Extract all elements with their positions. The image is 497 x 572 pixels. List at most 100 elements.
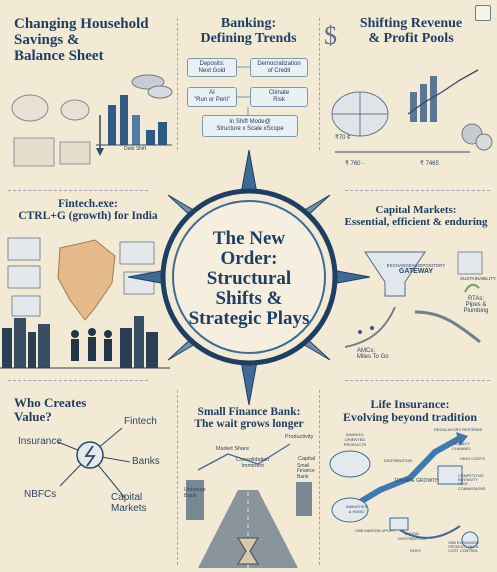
hourglass-icon	[237, 537, 259, 565]
life-title-line: Life Insurance:	[370, 397, 450, 411]
gateway-line: GATEWAY	[398, 268, 434, 275]
bar-icon	[146, 130, 155, 145]
life-line: COST CONTROL	[448, 549, 479, 554]
sfb-title-line: The wait grows longer	[194, 418, 304, 431]
value-title-line: Value?	[14, 408, 52, 424]
bar-icon	[108, 105, 116, 145]
building-icon	[134, 316, 144, 368]
rta-label: RTAs: Pipes & Plumbing	[455, 296, 497, 314]
rta-line: RTAs:	[467, 296, 485, 302]
leaf-icon	[464, 283, 480, 293]
dashboard-icon	[7, 237, 41, 261]
revenue-note: ₹70 ¢	[335, 135, 351, 141]
revenue-note: ₹ 7465	[420, 161, 439, 167]
gateway-label: EXCHANGES/DEPOSITORY GATEWAY	[381, 263, 451, 275]
universe-line: Universe	[184, 487, 206, 493]
compass-illustration	[128, 150, 370, 405]
path-line	[344, 306, 396, 348]
small-finance-bank-label: Small Finance Bank	[297, 463, 315, 480]
banking-title-line: Banking:	[220, 16, 277, 31]
value-title: Who Creates Value?	[14, 396, 86, 423]
center-title-line: Order:	[220, 247, 278, 269]
competitive-label: COMPETITIVE INTENSITY HIGH COMMISSIONS	[458, 474, 485, 491]
digital-label: DIGITAL DISTRIBUTION	[398, 531, 426, 541]
agency-label: AGENCY CHANNEL	[452, 441, 471, 451]
ai-box: AI"Run or Peril"	[187, 87, 237, 107]
box-line: Risk	[273, 97, 285, 103]
corner-badge-icon	[475, 5, 491, 21]
box-line: Next Gold	[198, 67, 226, 74]
consolidation-line: Consolidation	[236, 457, 270, 463]
productivity-label: Productivity	[285, 434, 314, 440]
building-icon	[296, 482, 312, 516]
person-icon	[71, 330, 79, 338]
life-line: ANNUITIES	[346, 504, 368, 509]
compass-inner-ring	[172, 200, 326, 354]
universe-line: Bank	[184, 493, 197, 499]
separator	[319, 390, 320, 565]
annuities-cloud-icon	[331, 497, 369, 523]
vnb-uplift-label: VNB MARGIN UPLIFT	[355, 528, 396, 533]
vnb-icon	[461, 531, 479, 549]
banking-title: Banking: Defining Trends	[178, 16, 319, 46]
box-line: Deposits:	[199, 60, 225, 67]
household-illustration	[11, 74, 173, 167]
savings-label: SAVINGS-ORIENTED PRODUCTS	[339, 432, 371, 447]
life-line: & HDMO	[348, 509, 365, 514]
capital-title-line: Capital Markets:	[375, 204, 457, 216]
sfb-title-line: Small Finance Bank:	[197, 406, 301, 418]
funnel-icon	[364, 251, 426, 297]
dashboard-icon	[119, 241, 155, 265]
debt-shift-label: Debt Shift	[124, 146, 146, 152]
growth-arrow-icon	[348, 435, 462, 511]
high-costs-label: HIGH COSTS	[460, 456, 485, 461]
capital-label: Capital	[298, 456, 316, 462]
person-icon	[104, 330, 112, 338]
household-title: Changing Household Savings & Balance She…	[14, 16, 149, 64]
separator	[345, 190, 490, 191]
life-line: PRODUCT MIX &	[448, 545, 479, 550]
life-line: INTENSITY	[458, 478, 478, 483]
trend-line	[407, 69, 479, 115]
center-title-line: Shifts &	[215, 287, 283, 309]
center-title: The New Order: Structural Shifts & Strat…	[166, 229, 332, 329]
bar-icon	[158, 122, 167, 145]
life-title-line: Evolving beyond tradition	[342, 409, 478, 424]
capital-title: Capital Markets: Essential, efficient & …	[338, 204, 494, 228]
fintech-title-line: CTRL+G (growth) for India	[18, 210, 158, 223]
separator	[8, 380, 148, 381]
bar-icon	[430, 76, 437, 122]
household-title-line: Changing Household	[14, 16, 149, 32]
consolidation-line: Imminent	[241, 463, 264, 469]
india-map-icon	[57, 239, 116, 321]
value-node-fintech: Fintech	[124, 416, 157, 427]
capital-illustration	[344, 251, 483, 348]
box-line: Democratization	[257, 60, 301, 67]
center-title-line: The New	[212, 228, 286, 249]
life-line: DIGITAL	[404, 531, 420, 536]
market-share-label: Market Share	[216, 446, 250, 452]
value-hub-icon	[76, 441, 104, 469]
box-line: AI	[209, 90, 215, 97]
dashboard-icon	[7, 265, 41, 289]
sfb-illustration	[186, 443, 312, 568]
life-line: CHANNEL	[452, 446, 472, 451]
life-line: PRODUCTS	[343, 442, 367, 447]
building-icon	[186, 480, 204, 520]
banking-title-line: Defining Trends	[200, 30, 297, 46]
agency-icon	[437, 465, 463, 485]
value-network	[57, 427, 131, 499]
building-icon	[146, 332, 158, 368]
revenue-title-line: & Profit Pools	[368, 30, 454, 46]
fintech-title: Fintech.exe: CTRL+G (growth) for India	[8, 198, 168, 222]
pipe-icon	[414, 310, 481, 344]
dollar-icon: $	[324, 21, 337, 50]
annuities-label: ANNUITIES & HDMO	[346, 504, 367, 514]
value-node-nbfcs: NBFCs	[24, 489, 57, 500]
building-icon	[2, 328, 12, 368]
revenue-illustration: $	[324, 21, 493, 153]
life-line: COMMISSIONS	[458, 486, 486, 491]
digital-icon	[389, 517, 409, 531]
